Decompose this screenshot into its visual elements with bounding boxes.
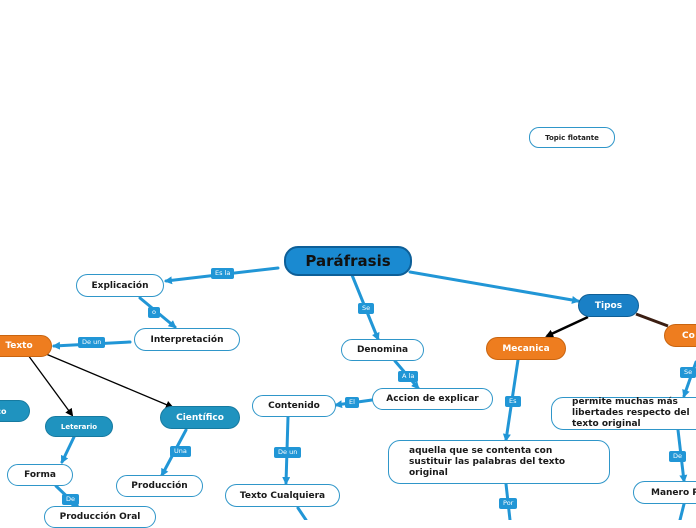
node-cientifico[interactable]: Científico bbox=[160, 406, 240, 429]
edge-label-de-permite: De bbox=[669, 451, 687, 462]
node-forma[interactable]: Forma bbox=[7, 464, 73, 486]
edge-label-de-un-contenido: De un bbox=[274, 447, 302, 458]
edge-label-una: Una bbox=[170, 446, 191, 457]
node-leterario[interactable]: Leterario bbox=[45, 416, 113, 437]
edge-tipos-mecanica bbox=[545, 315, 589, 338]
edge-texto-cualquiera-down bbox=[296, 506, 308, 520]
edge-label-de-un-texto: De un bbox=[78, 337, 106, 348]
edge-label-se: Se bbox=[358, 303, 375, 314]
edge-manera-down bbox=[678, 502, 686, 520]
edge-tipos-constructiva bbox=[635, 312, 669, 328]
edge-label-por: Por bbox=[499, 498, 518, 509]
node-tipos[interactable]: Tipos bbox=[578, 294, 639, 317]
edge-texto-cientifico bbox=[45, 353, 174, 409]
node-texto-cualquiera[interactable]: Texto Cualquiera bbox=[225, 484, 340, 507]
edge-label-o: o bbox=[148, 307, 160, 318]
edge-leterario-forma bbox=[60, 435, 76, 464]
node-interpretacion[interactable]: Interpretación bbox=[134, 328, 240, 351]
node-partial-left[interactable]: ico bbox=[0, 400, 30, 422]
node-contenido[interactable]: Contenido bbox=[252, 395, 336, 417]
node-denomina[interactable]: Denomina bbox=[341, 339, 424, 361]
node-accion-explicar[interactable]: Accion de explicar bbox=[372, 388, 493, 410]
node-texto[interactable]: Texto bbox=[0, 335, 52, 357]
edge-central-tipos bbox=[408, 270, 580, 304]
edge-label-se-constructiva: Se bbox=[680, 367, 696, 378]
edge-label-a-la: A la bbox=[398, 371, 419, 382]
node-permite[interactable]: permite muchas más libertades respecto d… bbox=[551, 397, 696, 430]
edge-label-el: El bbox=[345, 397, 359, 408]
node-produccion[interactable]: Producción bbox=[116, 475, 203, 497]
node-mecanica[interactable]: Mecanica bbox=[486, 337, 566, 360]
node-produccion-oral[interactable]: Producción Oral bbox=[44, 506, 156, 528]
edge-texto-leterario bbox=[27, 354, 74, 417]
node-explicacion[interactable]: Explicación bbox=[76, 274, 164, 297]
edge-label-es-la: Es la bbox=[211, 268, 235, 279]
floating-topic[interactable]: Topic flotante bbox=[529, 127, 615, 148]
edge-label-es-mecanica: Es bbox=[505, 396, 521, 407]
node-aquella[interactable]: aquella que se contenta con sustituir la… bbox=[388, 440, 610, 484]
node-constructiva[interactable]: Co bbox=[664, 324, 696, 347]
central-topic[interactable]: Paráfrasis bbox=[284, 246, 412, 276]
edge-label-de-forma: De bbox=[62, 494, 80, 505]
node-manera[interactable]: Manero P bbox=[633, 481, 696, 504]
